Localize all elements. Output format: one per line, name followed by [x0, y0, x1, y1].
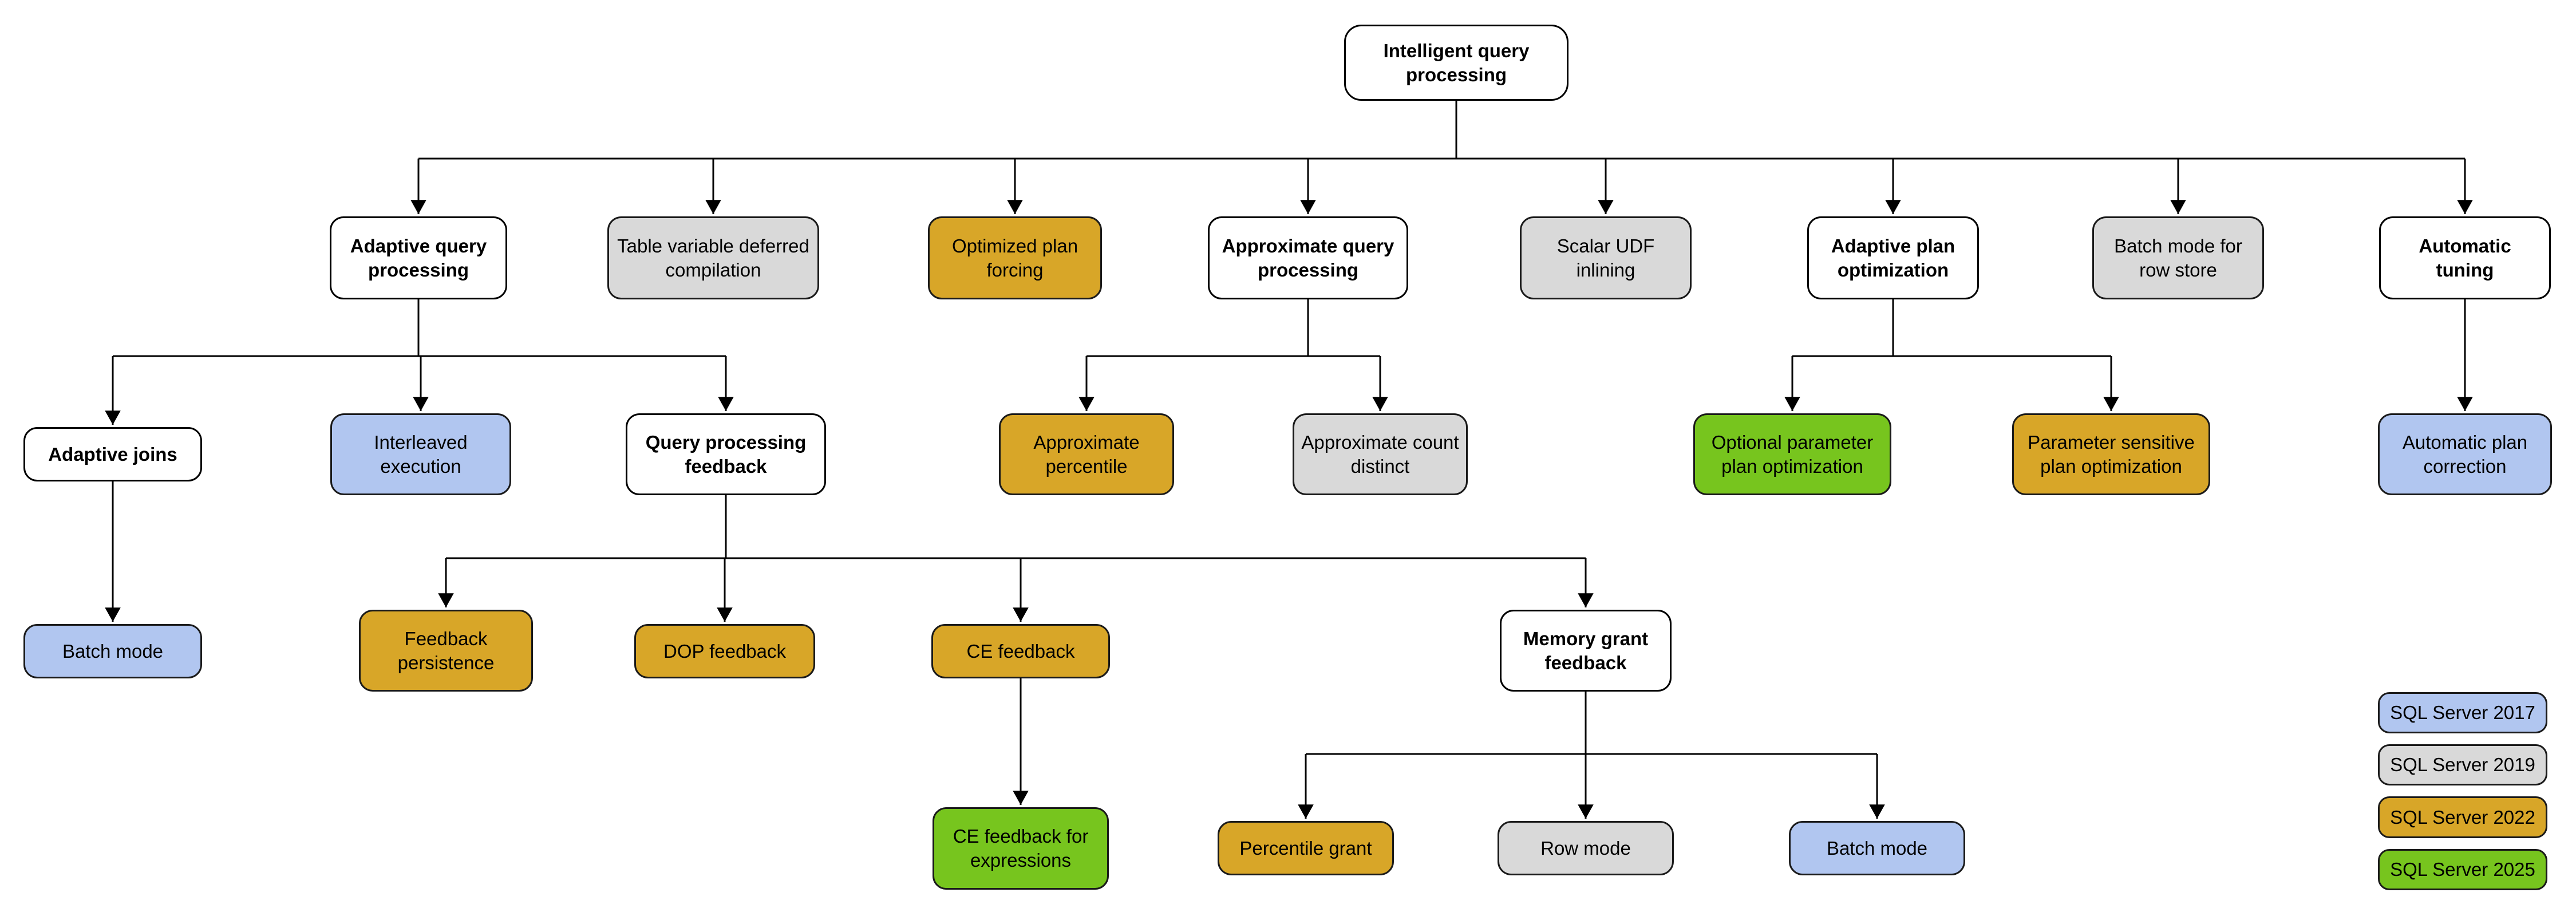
node-feedback-persistence: Feedback persistence	[359, 610, 533, 692]
node-automatic-plan-correction: Automatic plan correction	[2378, 413, 2552, 495]
node-approximate-count-distinct: Approximate count distinct	[1293, 413, 1468, 495]
node-table-variable-deferred-compilation: Table variable deferred compilation	[607, 216, 819, 299]
node-parameter-sensitive-plan-optimization: Parameter sensitive plan optimization	[2012, 413, 2210, 495]
node-adaptive-plan-optimization: Adaptive plan optimization	[1807, 216, 1979, 299]
node-adaptive-joins: Adaptive joins	[23, 427, 202, 481]
node-optimized-plan-forcing: Optimized plan forcing	[928, 216, 1102, 299]
legend-item-sql-server-2022: SQL Server 2022	[2378, 796, 2547, 838]
node-approximate-percentile: Approximate percentile	[999, 413, 1174, 495]
node-row-mode: Row mode	[1498, 821, 1674, 875]
node-percentile-grant: Percentile grant	[1218, 821, 1394, 875]
node-batch-mode-adaptive-joins: Batch mode	[23, 624, 202, 678]
node-memory-grant-feedback: Memory grant feedback	[1500, 610, 1672, 692]
legend-item-sql-server-2019: SQL Server 2019	[2378, 744, 2547, 785]
node-ce-feedback-for-expressions: CE feedback for expressions	[933, 807, 1109, 890]
node-scalar-udf-inlining: Scalar UDF inlining	[1520, 216, 1692, 299]
node-ce-feedback: CE feedback	[931, 624, 1110, 678]
node-interleaved-execution: Interleaved execution	[330, 413, 511, 495]
legend-item-sql-server-2025: SQL Server 2025	[2378, 849, 2547, 890]
node-dop-feedback: DOP feedback	[634, 624, 815, 678]
node-batch-mode-for-row-store: Batch mode for row store	[2092, 216, 2264, 299]
node-adaptive-query-processing: Adaptive query processing	[330, 216, 507, 299]
node-automatic-tuning: Automatic tuning	[2379, 216, 2551, 299]
node-query-processing-feedback: Query processing feedback	[626, 413, 826, 495]
node-intelligent-query-processing: Intelligent query processing	[1344, 25, 1568, 101]
legend-item-sql-server-2017: SQL Server 2017	[2378, 692, 2547, 733]
node-approximate-query-processing: Approximate query processing	[1208, 216, 1408, 299]
node-batch-mode-memory-grant: Batch mode	[1789, 821, 1965, 875]
node-optional-parameter-plan-optimization: Optional parameter plan optimization	[1693, 413, 1891, 495]
